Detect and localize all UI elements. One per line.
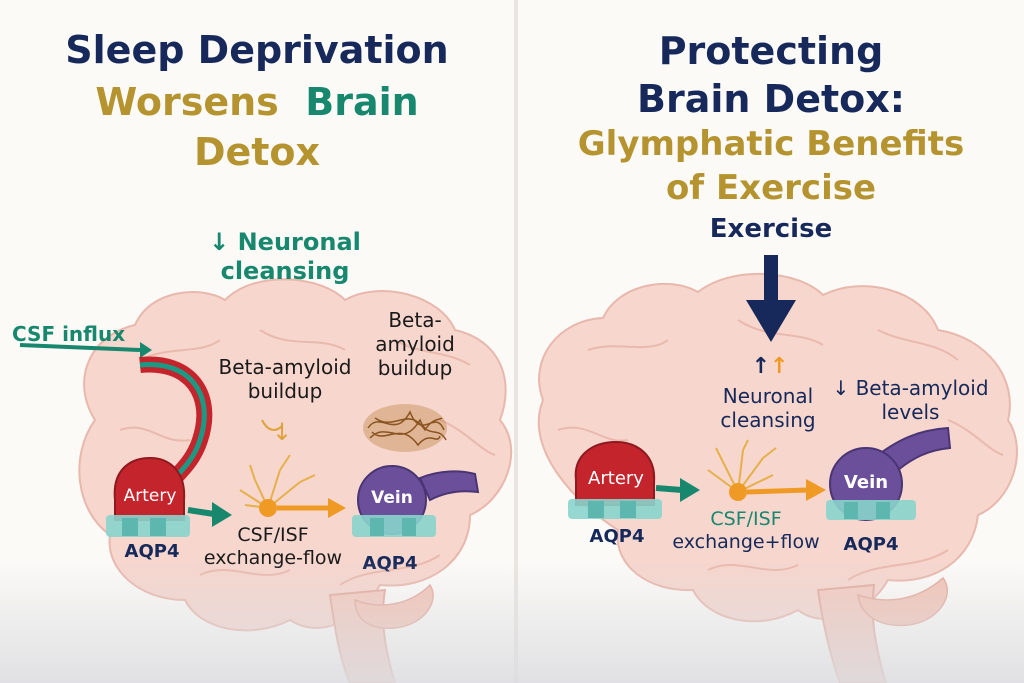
right-subtitle: Glymphatic Benefits of Exercise [518, 122, 1024, 210]
left-artery [106, 456, 190, 537]
left-title-worsens: Worsens [95, 80, 279, 124]
left-teal-arrowhead [212, 502, 232, 527]
right-orange-arrowhead [806, 479, 826, 501]
right-panel: Protecting Brain Detox: Glymphatic Benef… [518, 0, 1024, 683]
right-title-line2: Brain Detox: [637, 76, 905, 121]
beta-buildup-1-line2: buildup [247, 379, 323, 403]
right-aqp4-vein: AQP4 [843, 534, 899, 555]
beta-buildup-label-1: Beta-amyloid buildup [200, 355, 370, 403]
right-aqp4-artery: AQP4 [589, 526, 645, 547]
exercise-arrowhead [746, 300, 796, 342]
beta-buildup-2-line3: buildup [377, 356, 453, 380]
left-artery-label: Artery [123, 486, 177, 506]
left-vein-label: Vein [371, 488, 413, 508]
exercise-arrow-shaft [764, 255, 778, 307]
csf-influx-label: CSF influx [12, 322, 126, 346]
up-arrows: ↑↑ [751, 354, 789, 379]
right-artery [568, 440, 662, 519]
right-teal-arrowhead [680, 478, 700, 502]
right-exchange-label: CSF/ISF exchange+flow [666, 508, 826, 554]
right-neuron [707, 439, 777, 501]
right-vein-label: Vein [843, 472, 889, 493]
right-neuronal-line1: Neuronal [722, 384, 814, 408]
left-title-line1: Sleep Deprivation [65, 28, 449, 72]
beta-buildup-label-2: Beta- amyloid buildup [355, 308, 475, 380]
left-exchange-line1: CSF/ISF [237, 524, 309, 546]
csf-influx-arrow [19, 343, 141, 352]
left-neuronal-line2: cleansing [220, 256, 350, 285]
beta-buildup-2-line1: Beta- [388, 308, 442, 332]
right-beta-line1: ↓ Beta-amyloid [832, 376, 989, 400]
right-vein [826, 426, 952, 521]
right-exchange-line1: CSF/ISF [710, 508, 782, 530]
small-down-arrow: ↓ [271, 418, 293, 446]
left-neuronal-cleansing: ↓ Neuronal cleansing [200, 228, 370, 286]
left-exchange-label: CSF/ISF exchange-flow [198, 524, 348, 570]
left-aqp4-vein: AQP4 [362, 553, 418, 574]
right-title-line1: Protecting [658, 29, 884, 73]
right-beta-amyloid-levels: ↓ Beta-amyloid levels [823, 376, 998, 424]
amyloid-tangle [363, 404, 447, 452]
left-panel: Sleep Deprivation Worsens Brain Detox ↓ … [0, 28, 514, 683]
right-beta-line2: levels [881, 400, 940, 424]
left-title-line2: Worsens Brain [0, 80, 514, 124]
right-neuronal-line2: cleansing [720, 408, 816, 432]
beta-buildup-2-line2: amyloid [375, 332, 455, 356]
left-neuronal-line1: ↓ Neuronal [209, 228, 361, 256]
left-exchange-line2: exchange-flow [203, 546, 343, 569]
right-exchange-line2: exchange+flow [672, 530, 820, 553]
left-vein [352, 465, 480, 537]
left-orange-arrowhead [328, 498, 346, 518]
panel-divider [514, 0, 518, 683]
left-neuron [239, 454, 316, 517]
right-artery-label: Artery [588, 468, 644, 489]
left-title-brain: Brain [305, 80, 419, 124]
right-title-line3: Glymphatic Benefits [577, 124, 965, 164]
right-neuronal-cleansing: Neuronal cleansing [688, 384, 848, 432]
right-title-line4: of Exercise [665, 168, 877, 209]
right-title: Protecting Brain Detox: [518, 28, 1024, 123]
exercise-label: Exercise [709, 214, 833, 244]
left-aqp4-artery: AQP4 [124, 541, 180, 562]
left-title-line3: Detox [193, 130, 321, 174]
beta-buildup-1-line1: Beta-amyloid [218, 355, 352, 379]
